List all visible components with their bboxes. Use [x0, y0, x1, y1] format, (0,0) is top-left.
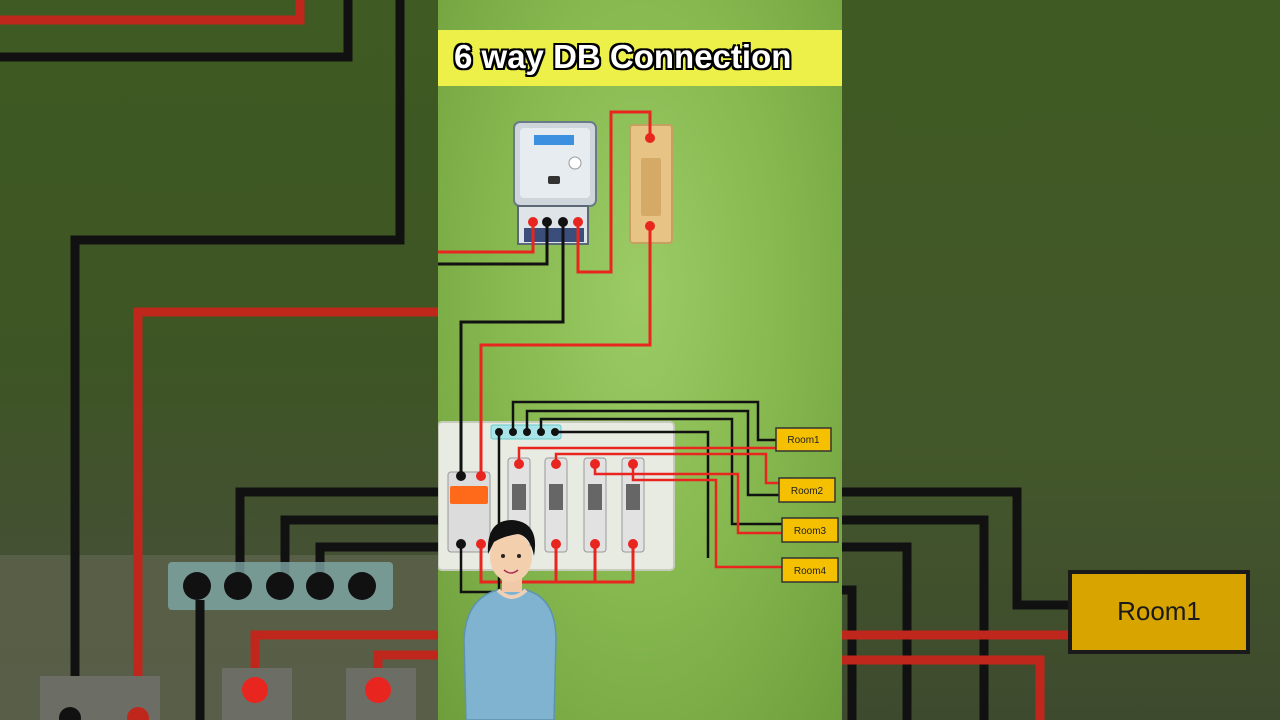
- switch-terminal-bottom: [645, 221, 655, 231]
- man-collar: [496, 588, 528, 599]
- room-box-2: Room2: [778, 477, 836, 503]
- right-room-box: [1068, 570, 1250, 654]
- left-link-terminal: [266, 572, 294, 600]
- right-red-wire-2: [842, 655, 1045, 720]
- room1-box: [775, 427, 832, 452]
- left-terminal-red: [127, 707, 149, 720]
- room3-box: [781, 517, 839, 543]
- dp-mcb-terminal: [476, 471, 486, 481]
- room-box-3: Room3: [781, 517, 839, 543]
- man-face: [490, 532, 532, 582]
- left-blurred-backdrop: [0, 0, 438, 720]
- meter-phase-out-wire: [576, 110, 652, 274]
- room4-label: Room4: [794, 566, 827, 577]
- mcb-top-terminal: [590, 459, 600, 469]
- main-frame: 6 way DB Connection: [438, 0, 842, 720]
- dp-mcb-lever: [450, 486, 488, 504]
- meter-terminal-black: [558, 217, 568, 227]
- mcb-bottom-terminal: [551, 539, 561, 549]
- room1-neutral-wire: [511, 400, 776, 442]
- double-pole-mcb-icon: [447, 471, 491, 553]
- room-box-4: Room4: [781, 557, 839, 583]
- meter-terminal-red: [573, 217, 583, 227]
- cartoon-man-icon: [463, 520, 557, 720]
- room2-box: [778, 477, 836, 503]
- right-black-wire-2: [842, 515, 989, 720]
- mcb-bottom-terminal: [628, 539, 638, 549]
- meter-terminal-red: [528, 217, 538, 227]
- man-eye: [517, 554, 521, 558]
- left-red-wire-1: [0, 0, 305, 25]
- left-link-terminal: [183, 572, 211, 600]
- meter-terminal-black: [542, 217, 552, 227]
- man-shirt: [463, 589, 557, 720]
- right-blurred-backdrop: Room1: [842, 0, 1280, 720]
- supply-phase-wire: [438, 222, 535, 254]
- left-backdrop-wiring: [0, 0, 438, 720]
- left-red-wire-2: [133, 307, 438, 720]
- room3-phase-wire: [593, 464, 782, 535]
- left-terminal-black: [59, 707, 81, 720]
- mcb-top-terminal: [628, 459, 638, 469]
- sp-mcb-3-lever: [588, 484, 602, 510]
- left-black-wire-3: [235, 487, 438, 590]
- room4-neutral-wire: [555, 430, 710, 558]
- video-title: 6 way DB Connection: [454, 38, 792, 75]
- room1-phase-wire: [517, 446, 776, 464]
- room2-neutral-wire: [525, 409, 779, 497]
- main-switch-carrier: [641, 158, 661, 216]
- right-backdrop-wiring: Room1: [842, 487, 1250, 720]
- man-hair: [487, 520, 536, 556]
- room-box-1: Room1: [775, 427, 832, 452]
- title-band: 6 way DB Connection: [438, 30, 842, 86]
- left-black-wire-1: [0, 0, 353, 62]
- room3-label: Room3: [794, 526, 827, 537]
- right-black-wire-4: [842, 585, 857, 720]
- mcb-bottom-terminal: [590, 539, 600, 549]
- meter-neutral-out-wire: [459, 222, 565, 476]
- left-black-wire-2: [70, 0, 405, 720]
- sp-mcb-4-lever: [626, 484, 640, 510]
- energy-meter-icon: [513, 121, 597, 245]
- left-link-terminal: [348, 572, 376, 600]
- man-smile: [503, 569, 519, 574]
- left-link-terminal: [224, 572, 252, 600]
- room4-box: [781, 557, 839, 583]
- switch-terminal-top: [645, 133, 655, 143]
- right-black-wire-1: [842, 487, 1070, 610]
- meter-face: [520, 128, 590, 198]
- meter-led: [568, 156, 582, 170]
- man-eye: [501, 554, 505, 558]
- room3-neutral-wire: [539, 417, 782, 526]
- switch-phase-out-wire: [479, 226, 652, 476]
- mcb-top-terminal: [551, 459, 561, 469]
- dp-mcb-terminal: [456, 471, 466, 481]
- right-room-label: Room1: [1117, 596, 1201, 626]
- sp-mcb-2-lever: [549, 484, 563, 510]
- left-terminal-red: [365, 677, 391, 703]
- room2-phase-wire: [554, 452, 779, 485]
- room2-label: Room2: [791, 486, 824, 497]
- left-link-terminal: [306, 572, 334, 600]
- meter-terminal-cover: [524, 228, 584, 242]
- supply-neutral-wire: [438, 222, 549, 266]
- mcb-top-terminal: [514, 459, 524, 469]
- room1-label: Room1: [787, 435, 820, 446]
- meter-display: [534, 135, 574, 145]
- left-terminal-red: [242, 677, 268, 703]
- wiring-diagram: Room1 Room2 Room3 Room4: [438, 110, 839, 720]
- meter-button: [548, 176, 560, 184]
- room4-phase-wire: [631, 464, 782, 569]
- sp-mcb-1-lever: [512, 484, 526, 510]
